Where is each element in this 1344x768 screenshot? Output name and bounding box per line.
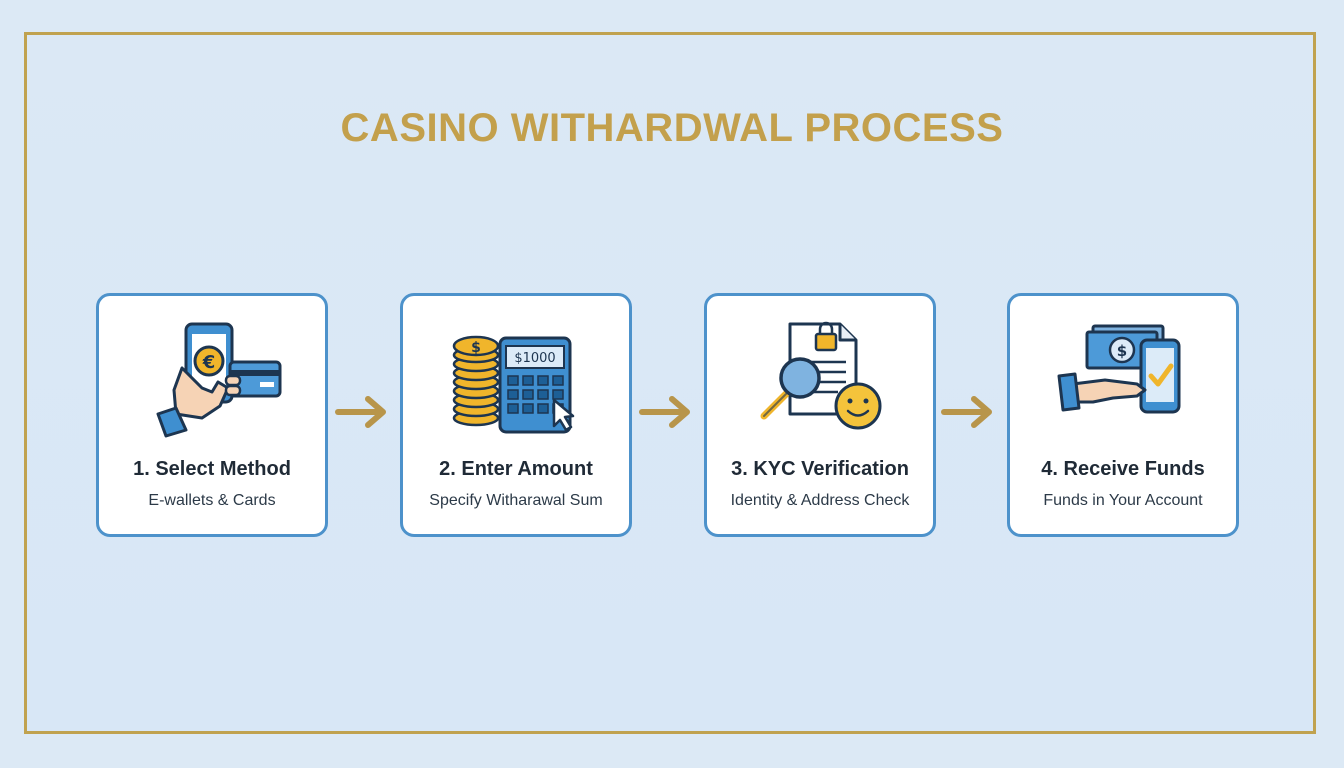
- step-heading: 3. KYC Verification: [731, 458, 909, 480]
- step-subtitle: Identity & Address Check: [730, 492, 910, 509]
- step-subtitle: E-wallets & Cards: [148, 492, 276, 509]
- document-magnifier-icon: [760, 321, 882, 430]
- arrow-right-icon: [639, 396, 690, 428]
- step-card-kyc-verification: 3. KYC Verification Identity & Address C…: [704, 293, 936, 537]
- step-heading: 2. Enter Amount: [439, 458, 593, 480]
- step-card-receive-funds: $ 4. Receive Funds Funds in Your Account: [1007, 293, 1239, 537]
- hand-cash-phone-icon: $: [1057, 324, 1181, 414]
- coins-calculator-icon: $ $1000: [452, 335, 575, 434]
- phone-card-icon: €: [156, 322, 282, 438]
- step-subtitle: Specify Witharawal Sum: [429, 492, 603, 509]
- step-subtitle: Funds in Your Account: [1043, 492, 1203, 509]
- step-card-enter-amount: $ $1000 2. Enter Amount Specify Witharaw…: [400, 293, 632, 537]
- page-title: CASINO WITHARDWAL PROCESS: [340, 106, 1004, 150]
- svg-text:$: $: [471, 340, 481, 356]
- step-heading: 4. Receive Funds: [1041, 458, 1205, 480]
- arrow-right-icon: [335, 396, 386, 428]
- arrow-right-icon: [941, 396, 992, 428]
- dollar-symbol: $: [1117, 342, 1127, 360]
- calculator-display: $1000: [514, 351, 555, 366]
- step-heading: 1. Select Method: [133, 458, 291, 480]
- step-card-select-method: € 1. Select Method E-wallets & Cards: [96, 293, 328, 537]
- euro-symbol: €: [202, 352, 216, 373]
